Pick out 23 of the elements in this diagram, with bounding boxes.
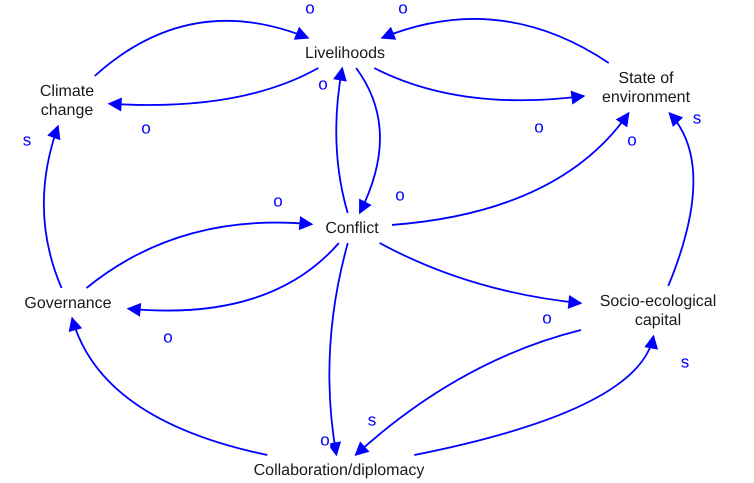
causal-arrow bbox=[108, 67, 319, 112]
variable-label: Governance bbox=[24, 294, 112, 312]
causal-arrow bbox=[392, 112, 630, 226]
causal-arrow bbox=[667, 112, 694, 286]
causal-arrow bbox=[126, 242, 340, 316]
causal-arrow bbox=[379, 242, 582, 309]
causal-arrow bbox=[328, 242, 349, 456]
causal-arrow bbox=[374, 67, 586, 104]
causal-arrow bbox=[333, 66, 349, 214]
causal-arrow bbox=[380, 18, 610, 64]
causal-arrow bbox=[414, 334, 656, 456]
causal-arrow bbox=[43, 124, 62, 288]
causal-arrow bbox=[86, 216, 314, 289]
variable-label: Collaboration/diplomacy bbox=[254, 460, 424, 480]
variable-label: Socio-ecological capital bbox=[598, 292, 718, 330]
causal-arrow bbox=[94, 20, 310, 77]
variable-label: State of environment bbox=[600, 69, 692, 107]
variable-label: Conflict bbox=[325, 218, 379, 238]
causal-arrow bbox=[355, 68, 381, 214]
causal-arrow bbox=[354, 329, 582, 456]
variable-label: Livelihoods bbox=[304, 44, 386, 62]
variable-label: Climate change bbox=[38, 82, 96, 120]
causal-arrow bbox=[70, 316, 268, 456]
